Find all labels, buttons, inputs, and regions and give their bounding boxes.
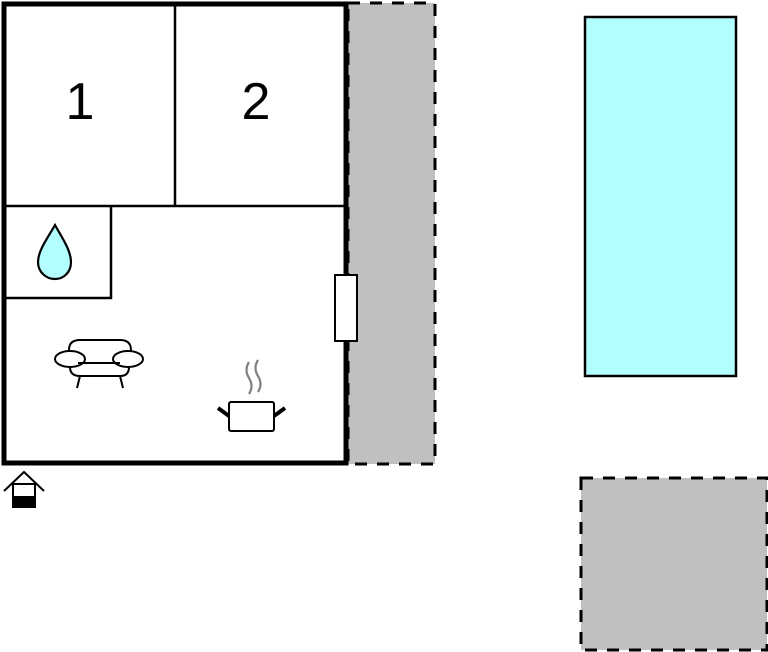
sofa-icon xyxy=(54,339,144,389)
terrace-right xyxy=(346,1,437,466)
water-drop-icon xyxy=(36,222,73,281)
pool xyxy=(583,15,738,378)
terrace-bottom-right xyxy=(579,476,768,652)
cooking-pot-icon xyxy=(216,359,287,432)
entrance-house-icon xyxy=(3,470,45,508)
room-label-2: 2 xyxy=(241,73,271,131)
door-right xyxy=(334,274,358,342)
room-label-1: 1 xyxy=(65,73,95,131)
wall-bathroom xyxy=(4,206,113,300)
